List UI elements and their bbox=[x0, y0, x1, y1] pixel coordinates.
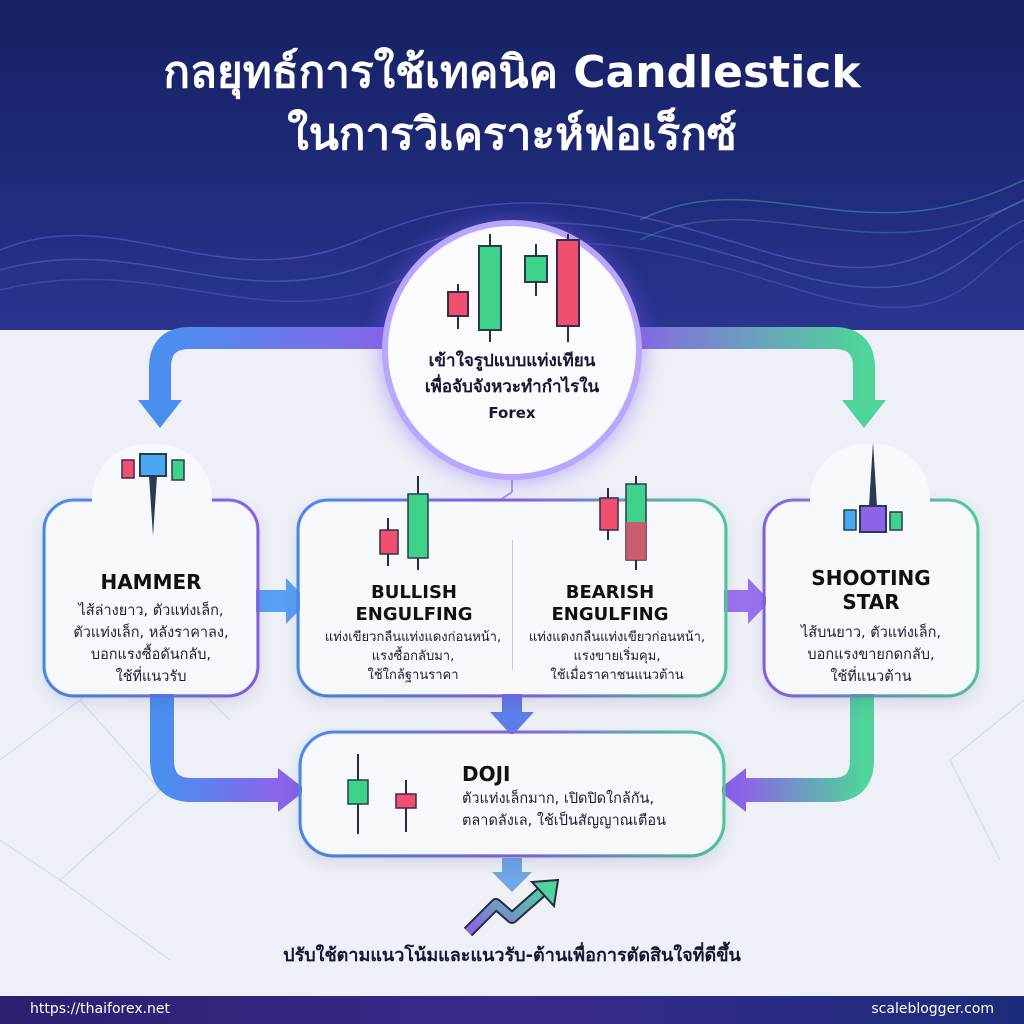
bullish-engulfing-icon bbox=[379, 476, 429, 570]
bearish-description: แท่งแดงกลืนแท่งเขียวก่อนหน้า, แรงขายเริ่… bbox=[512, 628, 722, 685]
bearish-desc-line2: แรงขายเริ่มคุม, bbox=[573, 649, 661, 664]
hammer-desc-line2: ตัวแท่งเล็ก, หลังราคาลง, bbox=[73, 625, 229, 641]
bearish-desc-line3: ใช้เมื่อราคาชนแนวต้าน bbox=[550, 668, 684, 683]
trend-up-arrow-icon bbox=[463, 878, 560, 937]
bullish-title-line2: ENGULFING bbox=[355, 604, 473, 625]
center-text-line2: เพื่อจับจังหวะทำกำไรใน bbox=[424, 377, 600, 397]
bearish-title-line1: BEARISH bbox=[565, 582, 655, 603]
doji-desc-line2: ตลาดลังเล, ใช้เป็นสัญญาณเตือน bbox=[462, 813, 667, 829]
engulfing-divider bbox=[512, 540, 513, 670]
bullish-desc-line3: ใช้ใกล้ฐานราคา bbox=[367, 668, 459, 683]
shooting-star-icon bbox=[843, 442, 903, 533]
shooting-star-title-line1: SHOOTING bbox=[811, 566, 931, 590]
center-text-line1: เข้าใจรูปแบบแท่งเทียน bbox=[428, 351, 596, 371]
bearish-engulfing-icon bbox=[599, 476, 647, 570]
hammer-title: HAMMER bbox=[100, 570, 202, 594]
shooting-desc-line1: ไส้บนยาว, ตัวแท่งเล็ก, bbox=[800, 625, 942, 641]
footer-bar bbox=[0, 996, 1024, 1024]
conclusion-text: ปรับใช้ตามแนวโน้มและแนวรับ-ต้านเพื่อการต… bbox=[283, 945, 741, 966]
page-title-line1: กลยุทธ์การใช้เทคนิค Candlestick bbox=[163, 47, 861, 98]
bullish-title: BULLISH ENGULFING bbox=[316, 582, 512, 626]
hammer-desc-line3: บอกแรงซื้อดันกลับ, bbox=[90, 647, 212, 663]
bullish-desc-line2: แรงซื้อกลับมา, bbox=[371, 649, 455, 664]
bullish-title-line1: BULLISH bbox=[370, 582, 457, 603]
bullish-description: แท่งเขียวกลืนแท่งแดงก่อนหน้า, แรงซื้อกลั… bbox=[308, 628, 518, 685]
shooting-star-title: SHOOTING STAR bbox=[766, 566, 976, 614]
candlestick-chart-icon bbox=[447, 234, 580, 342]
shooting-desc-line3: ใช้ที่แนวต้าน bbox=[830, 669, 912, 685]
bullish-desc-line1: แท่งเขียวกลืนแท่งแดงก่อนหน้า, bbox=[324, 630, 502, 645]
page-title-line2: ในการวิเคราะห์ฟอเร็กซ์ bbox=[287, 109, 737, 160]
center-text-line3: Forex bbox=[488, 404, 536, 422]
doji-description: ตัวแท่งเล็กมาก, เปิดปิดใกล้กัน, ตลาดลังเ… bbox=[462, 788, 712, 832]
bearish-desc-line1: แท่งแดงกลืนแท่งเขียวก่อนหน้า, bbox=[528, 630, 706, 645]
shooting-desc-line2: บอกแรงขายกดกลับ, bbox=[807, 647, 935, 663]
bearish-title: BEARISH ENGULFING bbox=[512, 582, 708, 626]
hammer-desc-line4: ใช้ที่แนวรับ bbox=[115, 669, 187, 685]
doji-desc-line1: ตัวแท่งเล็กมาก, เปิดปิดใกล้กัน, bbox=[462, 791, 655, 807]
doji-title: DOJI bbox=[462, 762, 511, 786]
bearish-title-line2: ENGULFING bbox=[551, 604, 669, 625]
footer-left-link[interactable]: https://thaiforex.net bbox=[30, 1001, 171, 1017]
footer-right-link[interactable]: scaleblogger.com bbox=[871, 1001, 994, 1017]
hammer-candle-icon bbox=[121, 453, 185, 536]
doji-icon bbox=[347, 754, 417, 834]
shooting-star-description: ไส้บนยาว, ตัวแท่งเล็ก, บอกแรงขายกดกลับ, … bbox=[766, 622, 976, 688]
center-circle bbox=[388, 226, 636, 474]
doji-card bbox=[302, 734, 722, 854]
shooting-star-title-line2: STAR bbox=[842, 590, 900, 614]
hammer-description: ไส้ล่างยาว, ตัวแท่งเล็ก, ตัวแท่งเล็ก, หล… bbox=[46, 600, 256, 688]
hammer-desc-line1: ไส้ล่างยาว, ตัวแท่งเล็ก, bbox=[78, 603, 224, 619]
center-text: เข้าใจรูปแบบแท่งเทียน เพื่อจับจังหวะทำกำ… bbox=[398, 348, 626, 426]
